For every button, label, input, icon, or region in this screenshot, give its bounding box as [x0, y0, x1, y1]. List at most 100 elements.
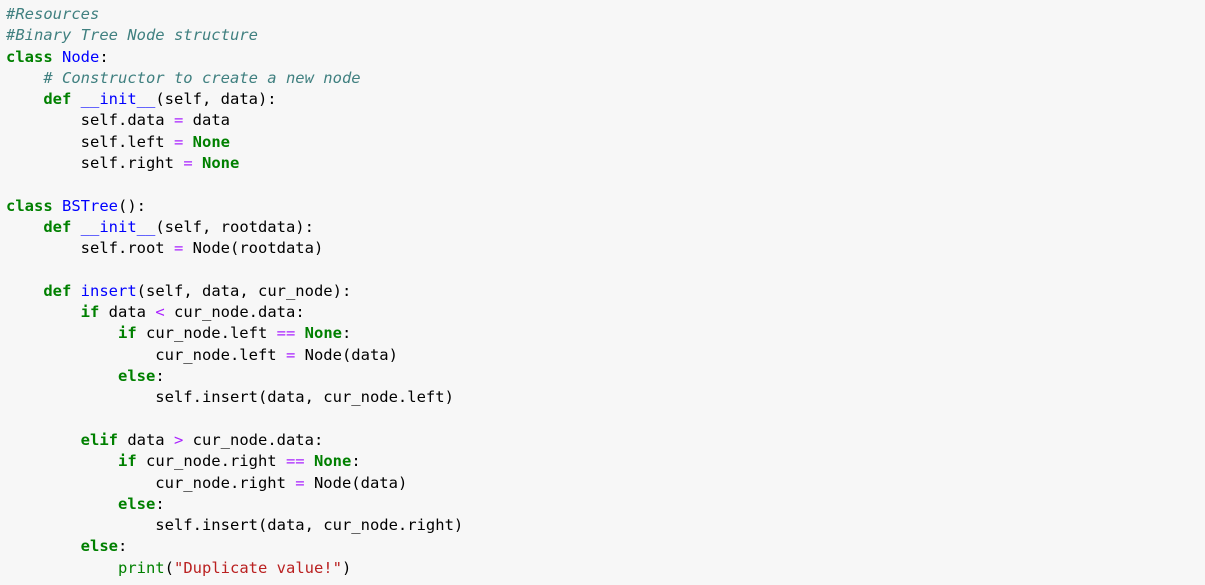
code-token-operator: < [155, 303, 165, 322]
code-token-plain [53, 48, 62, 66]
code-token-constant: None [304, 324, 342, 343]
code-token-plain: self.root [6, 239, 174, 258]
code-token-comment: # Constructor to create a new node [43, 68, 361, 87]
code-line [6, 174, 1205, 195]
code-token-plain [193, 154, 202, 172]
code-token-plain: cur_node.left [136, 324, 277, 343]
code-token-keyword: else [117, 367, 156, 386]
code-line: #Resources [6, 4, 1205, 25]
code-line: cur_node.left = Node(data) [6, 345, 1205, 366]
code-token-plain [6, 69, 43, 87]
code-token-keyword: else [117, 494, 156, 513]
code-line [6, 409, 1205, 430]
code-token-keyword: def [43, 90, 72, 109]
code-token-plain: data [99, 303, 156, 322]
code-token-keyword: class [6, 47, 53, 66]
code-token-plain: (self, rootdata): [155, 217, 314, 236]
code-token-plain: data [117, 430, 174, 449]
code-token-plain [6, 537, 81, 555]
code-token-comment: #Binary Tree Node structure [6, 26, 258, 45]
code-token-plain: : [117, 537, 128, 556]
code-token-plain: ) [341, 558, 352, 577]
code-token-plain: data [183, 111, 230, 130]
code-block[interactable]: #Resources#Binary Tree Node structure cla… [6, 4, 1205, 579]
code-token-plain [6, 324, 118, 342]
code-line: cur_node.right = Node(data) [6, 473, 1205, 494]
code-token-keyword: def [43, 217, 72, 236]
code-token-plain: cur_node.left [6, 345, 286, 364]
code-token-keyword: elif [80, 430, 118, 449]
code-line: else: [6, 494, 1205, 515]
code-token-operator: = [173, 239, 184, 258]
code-token-plain [6, 218, 43, 236]
code-token-keyword: if [117, 324, 137, 343]
code-token-plain: cur_node.right [136, 452, 286, 471]
code-token-plain: self.data [6, 111, 174, 130]
code-line: # Constructor to create a new node [6, 68, 1205, 89]
code-token-plain [6, 559, 118, 577]
code-token-plain: cur_node.right [6, 473, 296, 492]
code-token-plain: ( [164, 558, 174, 577]
code-token-operator: = [173, 111, 184, 130]
code-token-plain [183, 133, 192, 151]
code-line: class Node: [6, 47, 1205, 68]
code-token-operator: = [183, 154, 193, 173]
code-line: else: [6, 536, 1205, 557]
code-token-plain: Node(rootdata) [183, 239, 324, 258]
code-line: else: [6, 366, 1205, 387]
code-token-string: "Duplicate value!" [174, 558, 342, 577]
code-token-plain: cur_node.data: [164, 303, 305, 322]
code-token-plain: Node(data) [295, 345, 398, 364]
code-token-plain: cur_node.data: [183, 430, 324, 449]
code-token-name: __init__ [80, 217, 156, 236]
code-token-builtin: print [117, 558, 165, 577]
code-line: print("Duplicate value!") [6, 558, 1205, 579]
code-token-operator: = [295, 473, 305, 492]
code-token-plain [6, 282, 43, 300]
code-token-name: insert [80, 281, 137, 300]
code-line: if data < cur_node.data: [6, 302, 1205, 323]
code-token-plain [6, 303, 81, 321]
code-token-operator: == [276, 324, 296, 343]
code-token-plain: : [341, 324, 352, 343]
code-token-plain [295, 324, 304, 342]
code-line: class BSTree(): [6, 196, 1205, 217]
code-line: self.insert(data, cur_node.left) [6, 387, 1205, 408]
code-token-plain: : [155, 494, 165, 513]
code-line: elif data > cur_node.data: [6, 430, 1205, 451]
code-token-plain [6, 431, 81, 449]
code-line: def __init__(self, data): [6, 89, 1205, 110]
code-line: self.root = Node(rootdata) [6, 238, 1205, 259]
code-token-name: Node [62, 47, 100, 66]
code-token-plain: self.right [6, 154, 184, 173]
code-token-keyword: class [6, 196, 53, 215]
code-token-plain [305, 452, 314, 470]
code-token-keyword: if [80, 303, 100, 322]
code-token-plain: self.insert(data, cur_node.left) [6, 388, 454, 407]
code-line: self.left = None [6, 132, 1205, 153]
code-token-plain [6, 452, 118, 470]
code-token-operator: == [285, 452, 305, 471]
code-line: if cur_node.right == None: [6, 451, 1205, 472]
code-token-name: __init__ [80, 90, 156, 109]
code-line: #Binary Tree Node structure [6, 25, 1205, 46]
code-token-plain [71, 90, 80, 108]
code-line: if cur_node.left == None: [6, 323, 1205, 344]
code-token-name: BSTree [62, 196, 119, 215]
code-token-plain: Node(data) [304, 473, 408, 492]
code-token-plain: self.left [6, 132, 174, 151]
code-line: def insert(self, data, cur_node): [6, 281, 1205, 302]
code-token-plain [6, 495, 118, 513]
code-token-operator: = [173, 132, 184, 151]
code-line: def __init__(self, rootdata): [6, 217, 1205, 238]
code-token-keyword: else [80, 537, 118, 556]
code-token-plain [71, 282, 80, 300]
code-token-operator: = [285, 345, 296, 364]
code-token-operator: > [173, 430, 184, 449]
code-line [6, 260, 1205, 281]
code-token-plain: (self, data, cur_node): [136, 281, 352, 300]
code-token-plain [6, 367, 118, 385]
code-token-constant: None [313, 452, 352, 471]
code-token-plain [71, 218, 80, 236]
